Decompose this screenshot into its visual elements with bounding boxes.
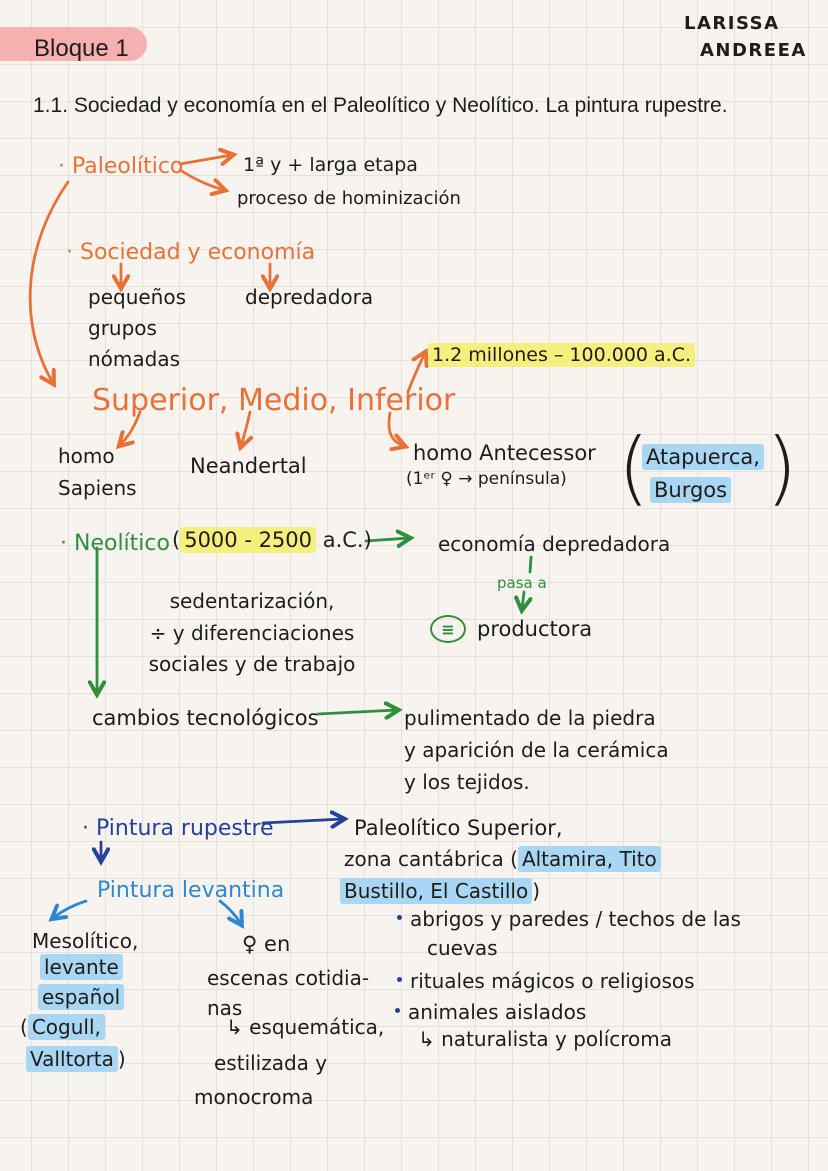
depredadora-note: depredadora: [245, 285, 374, 309]
homo-sapiens-note: homo Sapiens: [58, 444, 137, 500]
zona-prefix: zona cantábrica (: [344, 847, 518, 871]
fechas-close: a.C.): [316, 528, 372, 552]
arrow-rupestre-paleolitico: [261, 819, 343, 823]
burgos-highlight: Burgos: [650, 477, 732, 503]
productora-note: productora: [477, 617, 593, 641]
arrow-paleolitico-hominizacion: [178, 168, 224, 190]
mesolitico-note: Mesolítico,: [32, 929, 139, 953]
paleolitico-term: · Paleolítico: [58, 154, 184, 179]
fechas-highlight: 5000 - 2500: [180, 527, 317, 553]
bullet-dot-3: [395, 1008, 400, 1013]
valltorta-close: ): [117, 1047, 126, 1071]
cronologia-highlight: 1.2 millones – 100.000 a.C.: [428, 343, 696, 367]
paleolitico-etapa: 1ª y + larga etapa: [243, 154, 418, 176]
cambios-note: cambios tecnológicos: [92, 706, 319, 730]
monocroma-note: monocroma: [194, 1085, 314, 1109]
sociedad-economia-term: · Sociedad y economía: [66, 240, 316, 265]
cronologia-note: 1.2 millones – 100.000 a.C.: [428, 341, 696, 370]
espanol-highlight: español: [38, 984, 125, 1010]
paleolitico-hominizacion: proceso de hominización: [237, 188, 461, 209]
abrigos-note-line2: cuevas: [427, 936, 498, 960]
bullet-dot-2: [397, 977, 402, 982]
atapuerca-note: Atapuerca,: [642, 441, 764, 474]
bullet-dot-1: [397, 915, 402, 920]
equals-icon: ≡: [430, 615, 466, 643]
estilizada-note: estilizada y: [214, 1051, 328, 1075]
pasa-a-label: pasa a: [497, 574, 547, 592]
arrow-paleolitico-etapa: [178, 155, 232, 164]
economia-depredadora-note: economía depredadora: [438, 532, 671, 556]
pintura-levantina-term: Pintura levantina: [97, 878, 285, 903]
antecessor-sub-note: (1ᵉʳ ♀ → península): [406, 469, 567, 489]
sedentarizacion-note: sedentarización, ÷ y diferenciaciones so…: [148, 589, 356, 677]
zona-highlight-2: Bustillo, El Castillo: [340, 878, 533, 904]
neandertal-note: Neandertal: [190, 454, 307, 478]
antecessor-note: homo Antecessor: [413, 441, 596, 465]
author-line1: LARISSA: [684, 13, 780, 34]
neolitico-fechas: (5000 - 2500 a.C.): [172, 524, 372, 557]
author-line2: ANDREEA: [700, 40, 807, 61]
abrigos-note-line1: abrigos y paredes / techos de las: [410, 907, 741, 931]
neolitico-term: · Neolítico: [60, 531, 170, 556]
atapuerca-highlight: Atapuerca,: [642, 444, 764, 470]
cogull-note: (Cogull,: [20, 1012, 105, 1043]
pintura-rupestre-term: · Pintura rupestre: [82, 816, 274, 841]
paleo-superior-note: Paleolítico Superior,: [354, 816, 563, 840]
burgos-note: Burgos: [650, 474, 732, 507]
cogull-open: (: [20, 1015, 28, 1039]
zona-cantabrica-line1: zona cantábrica (Altamira, Tito: [344, 844, 661, 875]
esquematica-note: ↳ esquemática,: [226, 1015, 385, 1039]
levante-note: levante: [40, 952, 123, 983]
arrow-fechas-economia: [364, 538, 409, 541]
page-title: 1.1. Sociedad y economía en el Paleolíti…: [33, 94, 728, 117]
pulimentado-note: pulimentado de la piedra y aparición de …: [404, 706, 669, 794]
arrow-levantina-mesolitico: [53, 899, 88, 918]
animales-note: animales aislados: [408, 1000, 587, 1024]
block-title-highlight: [0, 27, 147, 61]
figura-en-note: ♀ en: [242, 932, 291, 956]
atapuerca-paren-close: ): [766, 421, 798, 514]
zona-cantabrica-line2: Bustillo, El Castillo): [340, 876, 540, 907]
block-title: Bloque 1: [34, 35, 129, 62]
valltorta-highlight: Valltorta: [26, 1046, 118, 1072]
valltorta-note: Valltorta): [26, 1044, 126, 1075]
levante-highlight: levante: [40, 954, 123, 980]
cogull-highlight: Cogull,: [27, 1014, 105, 1040]
fechas-open: (: [172, 528, 181, 552]
zona-highlight-1: Altamira, Tito: [517, 846, 661, 872]
rituales-note: rituales mágicos o religiosos: [410, 969, 695, 993]
espanol-note: español: [38, 982, 125, 1013]
etapas-title: Superior, Medio, Inferior: [92, 383, 456, 418]
arrow-paleolitico-etapas-curve: [28, 180, 70, 383]
author-name: LARISSA ANDREEA: [684, 10, 807, 64]
naturalista-note: ↳ naturalista y polícroma: [418, 1027, 673, 1051]
arrow-cambios-pulimentado: [316, 710, 397, 714]
escenas-note: escenas cotidia- nas: [207, 966, 370, 1020]
zona-close: ): [532, 879, 541, 903]
grupos-note: pequeños grupos nómadas: [88, 285, 187, 371]
